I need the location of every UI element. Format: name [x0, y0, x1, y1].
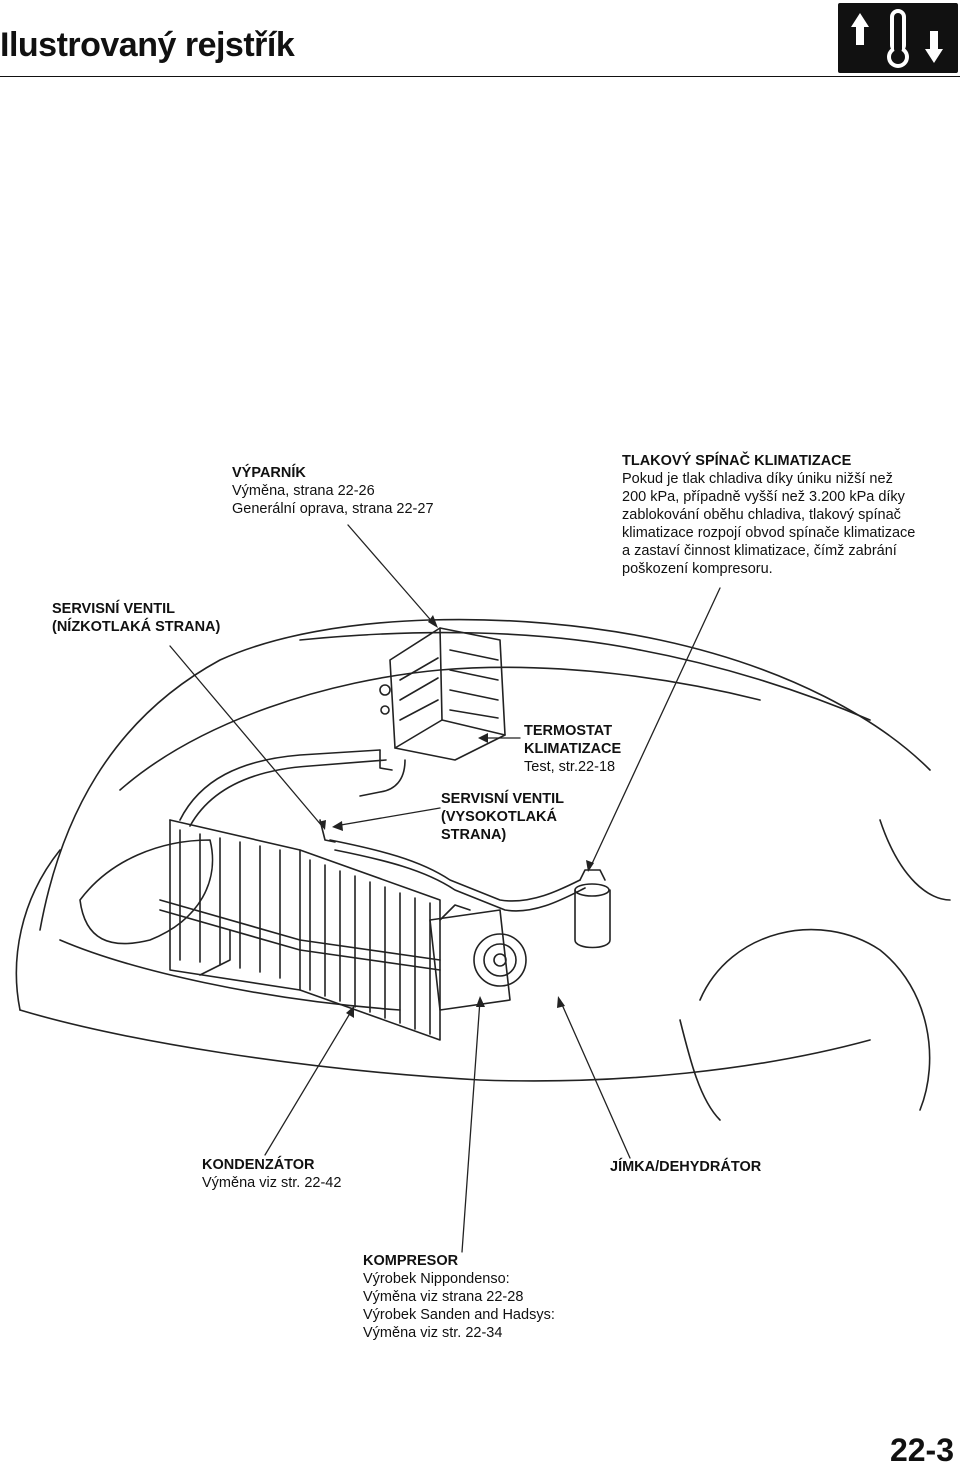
pressure-switch-line: zablokování oběhu chladiva, tlakový spín…	[622, 507, 901, 523]
compressor-line: Výrobek Sanden and Hadsys:	[363, 1307, 555, 1323]
callout-thermostat: TERMOSTAT KLIMATIZACE Test, str.22-18	[524, 722, 621, 776]
leader-lines	[169, 524, 721, 1253]
low-side-valve-heading: SERVISNÍ VENTIL	[52, 601, 176, 617]
compressor-drawing	[429, 904, 527, 1011]
hood-inner-line	[119, 666, 761, 791]
hood-outline	[39, 618, 931, 931]
evaporator-line: Výměna, strana 22-26	[232, 483, 375, 499]
receiver-drawing	[574, 869, 611, 949]
callout-pressure-switch: TLAKOVÝ SPÍNAČ KLIMATIZACE Pokud je tlak…	[622, 452, 915, 578]
evaporator-heading: VÝPARNÍK	[232, 465, 306, 481]
condenser-line: Výměna viz str. 22-42	[202, 1175, 342, 1191]
pressure-switch-line: Pokud je tlak chladiva díky úniku nižší …	[622, 471, 893, 487]
page-title: Ilustrovaný rejstřík	[0, 26, 295, 64]
high-side-valve-heading: (VYSOKOTLAKÁ	[441, 809, 557, 825]
pressure-switch-line: klimatizace rozpojí obvod spínače klimat…	[622, 525, 916, 541]
front-bumper	[19, 1009, 871, 1082]
callout-receiver-dryer: JÍMKA/DEHYDRÁTOR	[610, 1158, 761, 1176]
low-side-valve-heading: (NÍZKOTLAKÁ STRANA)	[52, 619, 221, 635]
high-side-valve-heading: STRANA)	[441, 827, 507, 843]
refrigerant-lines	[159, 749, 586, 976]
callout-high-side-service-valve: SERVISNÍ VENTIL (VYSOKOTLAKÁ STRANA)	[441, 790, 564, 844]
page-number: 22-3	[889, 1432, 954, 1468]
thermostat-line: Test, str.22-18	[524, 759, 616, 775]
headlight	[79, 839, 214, 945]
compressor-line: Výměna viz str. 22-34	[363, 1325, 503, 1341]
pressure-switch-line: poškození kompresoru.	[622, 561, 773, 577]
receiver-heading: JÍMKA/DEHYDRÁTOR	[610, 1159, 762, 1175]
windshield-line	[639, 649, 871, 721]
header-rule	[0, 76, 960, 77]
compressor-line: Výměna viz strana 22-28	[363, 1289, 524, 1305]
pressure-switch-line: 200 kPa, případně vyšší než 3.200 kPa dí…	[622, 489, 905, 505]
leader-arrowheads	[318, 615, 594, 1018]
evaporator-line: Generální oprava, strana 22-27	[232, 501, 434, 517]
temperature-up-down-icon	[838, 3, 958, 73]
fender-wheel-arch	[699, 928, 931, 1111]
callout-evaporator: VÝPARNÍK Výměna, strana 22-26 Generální …	[232, 464, 434, 518]
thermostat-heading: KLIMATIZACE	[524, 741, 622, 757]
condenser-drawing	[169, 819, 441, 1041]
pressure-switch-heading: TLAKOVÝ SPÍNAČ KLIMATIZACE	[622, 453, 852, 469]
high-side-valve-heading: SERVISNÍ VENTIL	[441, 791, 565, 807]
callout-compressor: KOMPRESOR Výrobek Nippondenso: Výměna vi…	[363, 1252, 555, 1342]
compressor-line: Výrobek Nippondenso:	[363, 1271, 510, 1287]
callout-low-side-service-valve: SERVISNÍ VENTIL (NÍZKOTLAKÁ STRANA)	[52, 600, 220, 636]
thermostat-heading: TERMOSTAT	[524, 723, 613, 739]
callout-condenser: KONDENZÁTOR Výměna viz str. 22-42	[202, 1156, 341, 1192]
evaporator-drawing	[359, 627, 506, 797]
condenser-heading: KONDENZÁTOR	[202, 1157, 315, 1173]
pressure-switch-line: a zastaví činnost klimatizace, čímž zabr…	[622, 543, 897, 559]
compressor-heading: KOMPRESOR	[363, 1253, 459, 1269]
